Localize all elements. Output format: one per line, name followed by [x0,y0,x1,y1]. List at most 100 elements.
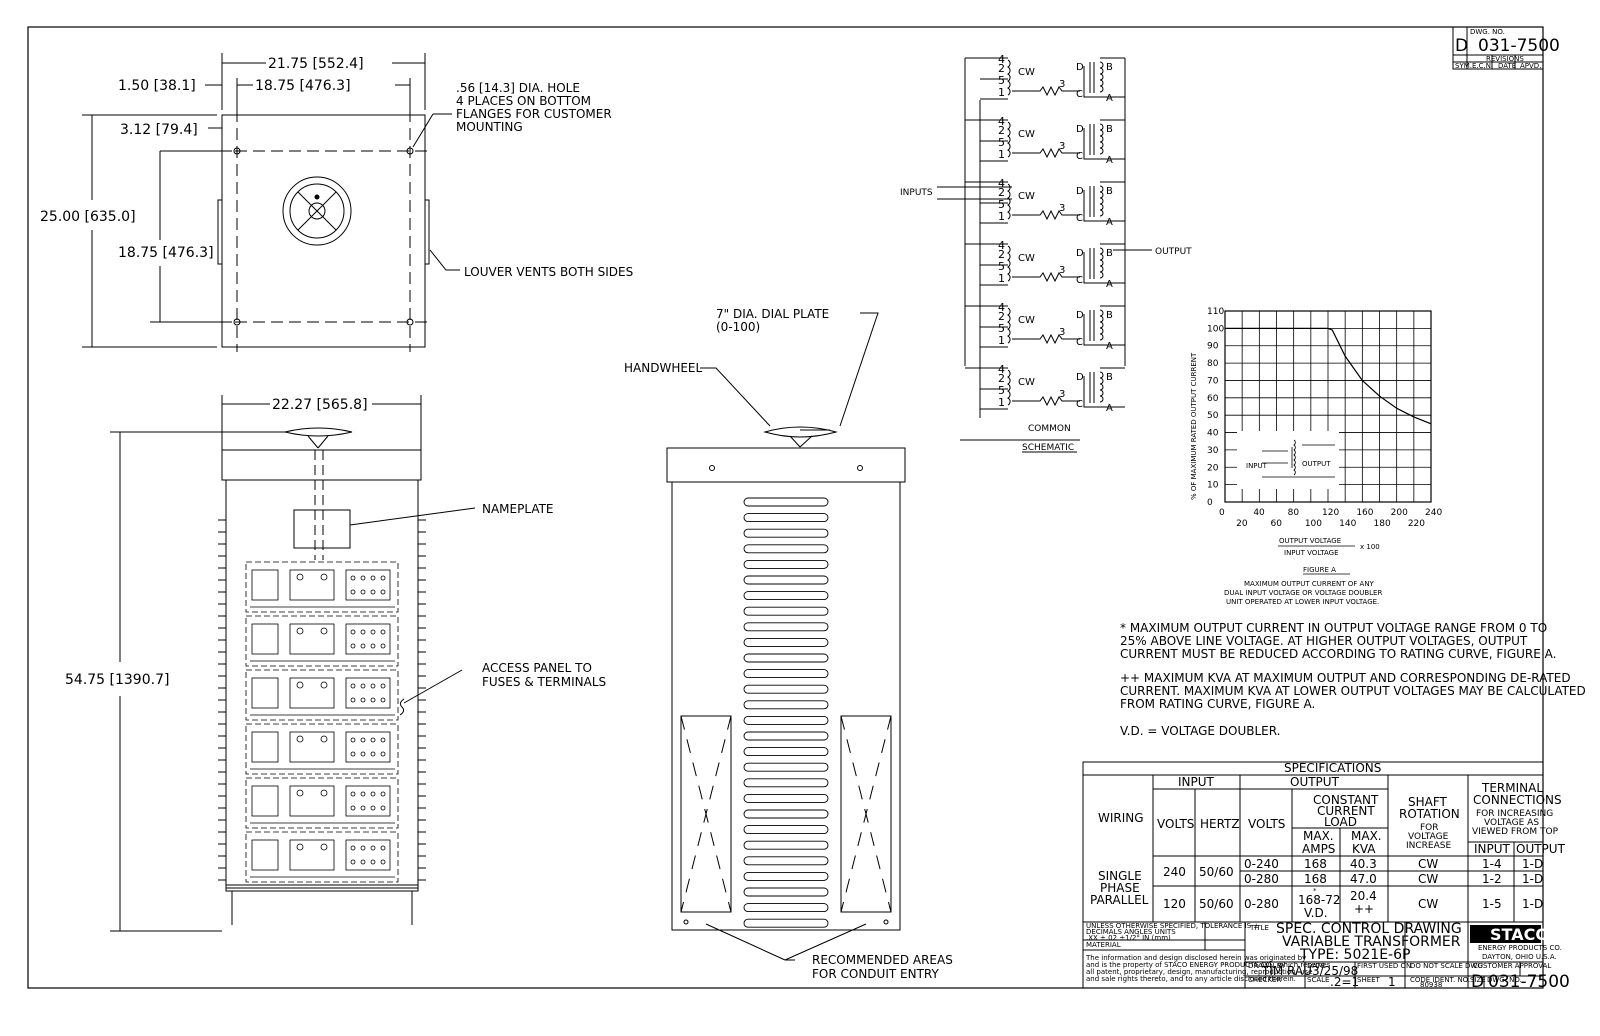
louver-slot [743,809,829,819]
rev-h-sym: SYM. [1455,62,1472,70]
spec-r1-ovolts: 0-240 [1244,857,1279,871]
spec-wiring-3: PARALLEL [1090,893,1149,907]
tb-prop-2: and is the property of STACO ENERGY PROD… [1086,961,1331,969]
louver-slot [743,528,829,538]
tb-code: 80938 [1420,981,1442,989]
module-outline [245,831,399,883]
spec-r3-amps2: V.D. [1304,906,1328,920]
note2-line-3: FROM RATING CURVE, FIGURE A. [1120,697,1315,711]
stage-resistor [1012,147,1080,159]
cw-label: CW [1018,129,1035,140]
y-tick-label: 50 [1207,411,1219,421]
fuse-clip [320,681,328,689]
terminal-screw [360,643,366,649]
x-tick-label: 0 [1219,508,1225,518]
terminal-screw [360,697,366,703]
module-fuse-block [289,569,335,601]
spec-h-hertz: HERTZ [1200,817,1240,831]
pin-label: 5 [998,136,1005,149]
louver-slot [743,887,829,897]
callout-nameplate: NAMEPLATE [482,502,554,516]
terminal-screw [350,859,356,865]
fuse-terminal-modules [245,561,399,883]
spec-r3-tout: 1-D [1522,897,1543,911]
tb-company-sub: ENERGY PRODUCTS CO. [1478,944,1562,952]
module-fuse-block [251,731,279,763]
title-block [1082,26,1544,989]
spec-h-input: INPUT [1178,775,1215,789]
front-top-cap [221,449,422,481]
spec-table [1082,761,1544,923]
stage-resistor [1012,333,1080,345]
spec-h-kva-1: MAX. [1351,829,1382,843]
fuse-clip [296,789,304,797]
tb-no-scale: DO NOT SCALE DWG. [1410,962,1485,970]
pin-label: 2 [998,124,1005,137]
pin-label: 5 [998,74,1005,87]
pin-label: 5 [998,260,1005,273]
terminal-screw [350,791,356,797]
tb-tol-3: .XX ±.02 ±1/2° IN (mm) [1086,934,1171,942]
terminal-screw [380,791,386,797]
tb-tol-2: DECIMALS ANGLES UNITS [1086,928,1176,936]
chart-ylabel: % OF MAXIMUM RATED OUTPUT CURRENT [1190,352,1198,500]
pin-label: 1 [998,86,1005,99]
pin-label: 2 [998,62,1005,75]
terminal-screw [360,859,366,865]
pin-label: 5 [998,198,1005,211]
tb-prop-3: all patent, proprietary, design, manufac… [1086,968,1312,976]
callout-dial-line-1: 7" DIA. DIAL PLATE [716,307,829,321]
module-terminal-block [345,677,391,709]
x-tick-label: 160 [1356,508,1373,518]
inset-background [1237,431,1339,489]
dim-top-offset: 3.12 [79.4] [120,122,198,138]
resistor-label: 3 [1059,203,1065,214]
module-fuse-block [251,785,279,817]
spec-wiring-1: SINGLE [1098,869,1142,883]
louver-slot [743,637,829,647]
module-outline [245,777,399,829]
stage-wire [1083,66,1125,98]
terminal-screw [380,805,386,811]
spec-h-shaft-sub-1: FOR [1420,823,1439,833]
terminal-screw [350,805,356,811]
dim-height: 54.75 [1390.7] [65,672,169,688]
pin-label: 4 [998,53,1005,66]
x-tick-label: 240 [1425,508,1442,518]
fuse-clip [296,627,304,635]
louver-slot [743,747,829,757]
stage-wire [1083,190,1125,222]
tb-lbl-sheet: SHEET [1357,976,1381,984]
terminal-label-a: A [1106,217,1113,228]
x-tick-label: 20 [1236,519,1248,529]
terminal-screw [370,575,376,581]
module-fuse-block [289,785,335,817]
resistor-label: 3 [1059,327,1065,338]
spec-h-ccl-2: CURRENT [1317,804,1375,818]
stage-resistor [1012,209,1080,221]
figure-title: FIGURE A [1303,566,1336,574]
pin-label: 4 [998,301,1005,314]
spec-r3-kva: 20.4 [1350,889,1377,903]
terminal-label-a: A [1106,279,1113,290]
figure-line-2: DUAL INPUT VOLTAGE OR VOLTAGE DOUBLER [1224,589,1382,597]
fuse-clip [320,843,328,851]
tb-lbl-checker: CHECKER [1248,976,1281,984]
spec-wiring-2: PHASE [1100,881,1140,895]
module-fuse-block [289,677,335,709]
terminal-label-d: D [1076,62,1084,73]
tb-drawn-by: TIM RAU [1261,964,1312,978]
module-fuse-block [289,839,335,871]
terminal-screw [380,575,386,581]
louver-slot [743,559,829,569]
terminal-screw [350,643,356,649]
stage-wire [1083,128,1125,160]
dim-depth: 25.00 [635.0] [40,209,136,225]
spec-h-amps-2: AMPS [1302,842,1335,856]
cw-label: CW [1018,315,1035,326]
louver-slot [743,513,829,523]
module-terminal-block [345,785,391,817]
spec-r2-tin: 1-2 [1482,872,1502,886]
louver-slot [743,825,829,835]
callout-hole-line-3: FLANGES FOR CUSTOMER [456,107,612,121]
